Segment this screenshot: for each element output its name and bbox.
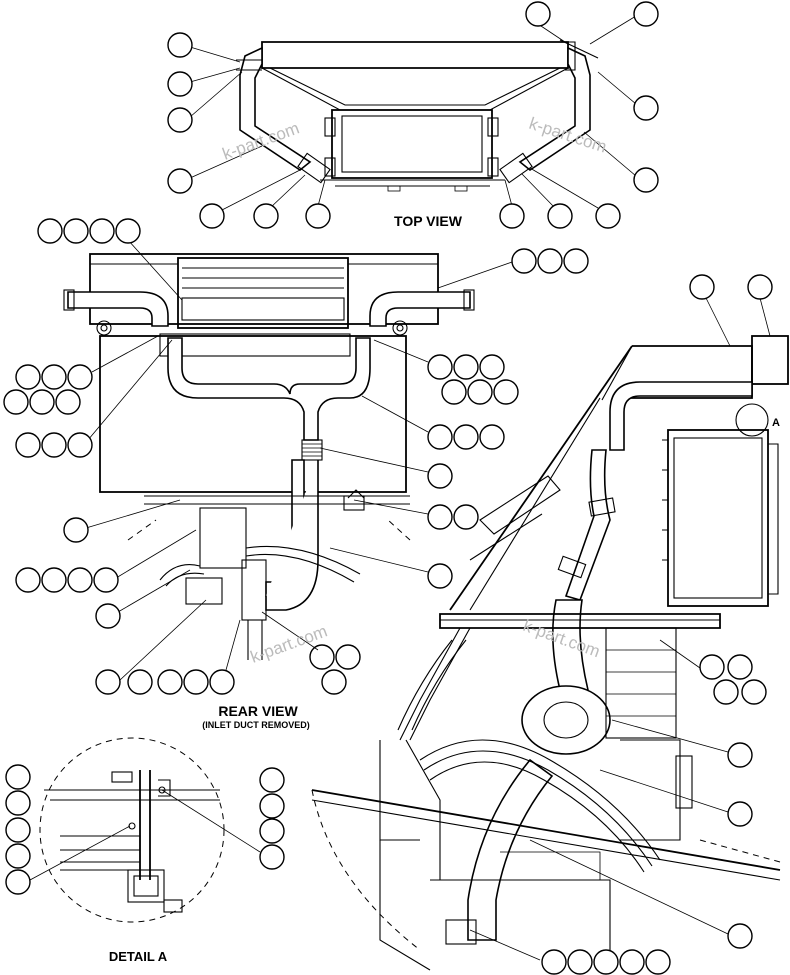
callout-bubble — [67, 432, 93, 458]
callout-bubble — [633, 167, 659, 193]
callout-bubble — [157, 669, 183, 695]
callout-bubble — [689, 274, 715, 300]
callout-bubble — [727, 801, 753, 827]
callout-bubble — [493, 379, 519, 405]
callout-bubble — [95, 603, 121, 629]
callout-bubble — [441, 379, 467, 405]
callout-bubble — [511, 248, 537, 274]
callout-bubble — [467, 379, 493, 405]
callout-bubble — [541, 949, 567, 975]
callout-bubble — [29, 389, 55, 415]
callout-bubble — [259, 793, 285, 819]
callout-bubble — [727, 742, 753, 768]
callout-bubble — [427, 424, 453, 450]
callout-bubble — [15, 432, 41, 458]
callout-bubble — [741, 679, 767, 705]
callout-bubble — [727, 654, 753, 680]
detail-a-reference: A — [772, 417, 780, 429]
callout-bubble — [253, 203, 279, 229]
callout-bubble — [15, 567, 41, 593]
callout-bubble — [3, 389, 29, 415]
callout-bubble — [727, 923, 753, 949]
callout-bubble — [67, 567, 93, 593]
top-view-title: TOP VIEW — [394, 213, 463, 229]
callout-bubble — [5, 790, 31, 816]
callout-bubble — [259, 844, 285, 870]
callout-bubble — [453, 424, 479, 450]
callout-bubble — [63, 517, 89, 543]
callout-bubble — [321, 669, 347, 695]
callout-bubble — [93, 567, 119, 593]
callout-bubble — [699, 654, 725, 680]
callout-bubble — [41, 364, 67, 390]
callout-bubble — [41, 432, 67, 458]
callout-bubble — [427, 563, 453, 589]
callout-bubble — [747, 274, 773, 300]
callout-bubble — [259, 818, 285, 844]
callout-bubble — [259, 767, 285, 793]
detail-a-callouts — [5, 764, 285, 895]
callout-bubble — [427, 504, 453, 530]
callout-bubble — [63, 218, 89, 244]
callout-bubble — [127, 669, 153, 695]
callout-bubble — [183, 669, 209, 695]
callout-bubble — [595, 203, 621, 229]
callout-bubble — [167, 32, 193, 58]
callout-bubble — [427, 463, 453, 489]
callout-bubble — [15, 364, 41, 390]
callout-bubble — [645, 949, 671, 975]
callout-bubble — [41, 567, 67, 593]
callout-bubble — [427, 354, 453, 380]
callout-bubble — [37, 218, 63, 244]
callout-bubble — [67, 364, 93, 390]
callout-bubble — [167, 168, 193, 194]
detail-a-title: DETAIL A — [109, 949, 168, 964]
callout-bubble — [479, 354, 505, 380]
callout-bubble — [5, 764, 31, 790]
callout-bubble — [309, 644, 335, 670]
callout-bubble — [633, 1, 659, 27]
callout-bubble — [547, 203, 573, 229]
callout-bubble — [5, 869, 31, 895]
callout-bubble — [593, 949, 619, 975]
callout-bubble — [335, 644, 361, 670]
callout-bubble — [209, 669, 235, 695]
callout-bubble — [167, 107, 193, 133]
rear-view-callouts — [3, 218, 589, 695]
side-view-drawing: A — [311, 335, 789, 971]
callout-bubble — [453, 354, 479, 380]
callout-bubble — [89, 218, 115, 244]
callout-bubble — [199, 203, 225, 229]
callout-bubble — [563, 248, 589, 274]
callout-bubble — [633, 95, 659, 121]
callout-bubble — [567, 949, 593, 975]
rear-view-drawing — [63, 253, 475, 660]
callout-bubble — [713, 679, 739, 705]
callout-bubble — [305, 203, 331, 229]
callout-bubble — [499, 203, 525, 229]
top-view-drawing — [236, 39, 599, 192]
callout-bubble — [115, 218, 141, 244]
callout-bubble — [479, 424, 505, 450]
callout-bubble — [95, 669, 121, 695]
callout-bubble — [619, 949, 645, 975]
callout-bubble — [167, 71, 193, 97]
rear-view-title: REAR VIEW — [218, 703, 298, 719]
callout-bubble — [453, 504, 479, 530]
callout-bubble — [537, 248, 563, 274]
rear-view-subtitle: (INLET DUCT REMOVED) — [202, 720, 310, 730]
detail-a-drawing — [39, 737, 225, 923]
side-view-callouts — [469, 274, 773, 975]
callout-bubble — [55, 389, 81, 415]
callout-bubble — [5, 843, 31, 869]
callout-bubble — [525, 1, 551, 27]
callout-bubble — [5, 817, 31, 843]
top-view-callouts — [167, 1, 659, 229]
